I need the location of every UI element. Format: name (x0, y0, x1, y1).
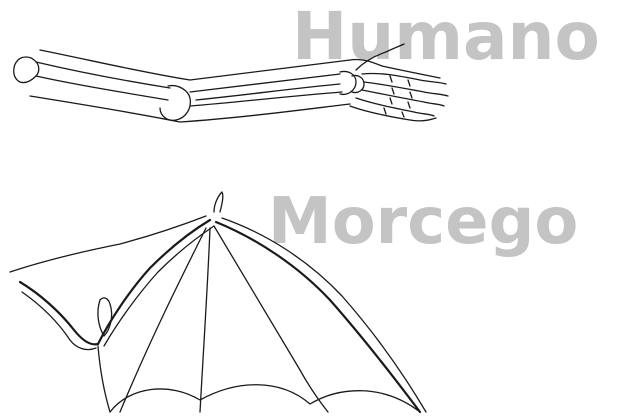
bat-forearm (98, 220, 210, 344)
bat-wing-membrane-scallops (110, 385, 420, 412)
bat-wing-membrane-inner (98, 346, 110, 412)
bat-digit-3 (214, 226, 328, 412)
bat-digit-4 (200, 228, 210, 412)
bat-digit-2 (216, 222, 420, 412)
bat-digit-2-edge (222, 218, 426, 412)
bat-wing-bones (10, 192, 426, 412)
bat-thumb-claw (214, 192, 223, 212)
bat-humerus (20, 282, 98, 344)
